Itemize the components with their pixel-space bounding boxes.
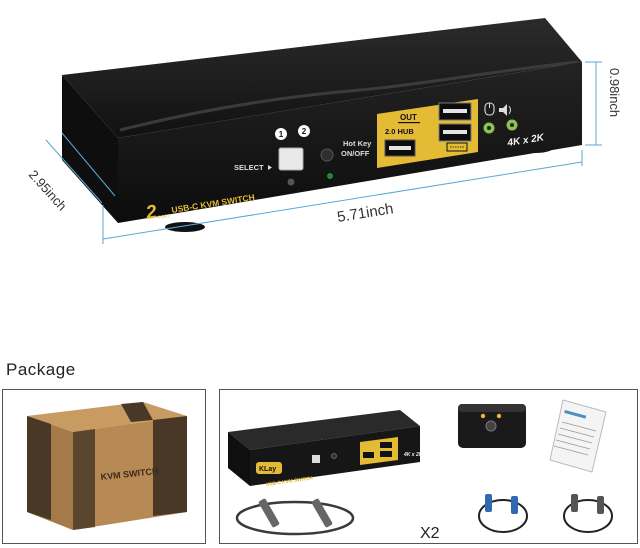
package-title: Package: [6, 360, 76, 379]
select-led: [287, 178, 295, 186]
width-label: 5.71inch: [336, 200, 395, 226]
hotkey-label-line2: ON/OFF: [341, 149, 370, 158]
device-top-surface: [62, 18, 582, 138]
user-manual-thumbnail: [549, 399, 607, 473]
hotkey-label-line1: Hot Key: [343, 139, 372, 148]
package-contents-illustration: KLay 4K x 2K USB-C KVM SWITCH: [228, 399, 613, 542]
speaker-icon: [508, 105, 511, 115]
speaker-icon: [499, 104, 507, 116]
hotkey-button[interactable]: [320, 148, 334, 162]
dimension-height: 0.98inch: [585, 61, 622, 146]
usb-port-lower-tongue: [443, 130, 467, 134]
depth-label: 2.95inch: [26, 167, 70, 214]
usb-cable-black-thumbnail: [563, 494, 613, 533]
port-2-number: 2: [302, 127, 307, 136]
out-label-underline: [398, 122, 420, 124]
select-label: SELECT: [234, 163, 264, 172]
hub-label: 2.0 HUB: [385, 127, 414, 136]
kvm-switch-thumbnail: KLay 4K x 2K USB-C KVM SWITCH: [228, 410, 423, 488]
keyboard-icon: [446, 142, 468, 152]
remote-switch-thumbnail: [458, 404, 526, 448]
mic-jack-hole: [487, 126, 491, 130]
select-button[interactable]: [278, 147, 304, 171]
device-hero-illustration: 1 2 SELECT Hot Key ON/OFF OUT 2.0 HUB 4K…: [26, 18, 622, 244]
device-left-side: [62, 75, 118, 223]
retail-box-illustration: KVM SWITCH: [27, 402, 187, 530]
usbc-cable-thumbnail: [235, 498, 355, 536]
cable-quantity: X2: [420, 525, 440, 542]
height-label: 0.98inch: [607, 68, 622, 117]
package-contents-panel: KLay 4K x 2K USB-C KVM SWITCH: [219, 389, 638, 544]
port-1-number: 1: [279, 130, 284, 139]
hotkey-led: [327, 173, 333, 179]
out-label: OUT: [400, 113, 417, 122]
device-top-highlight: [119, 60, 579, 132]
usb-port-upper-tongue: [443, 109, 467, 113]
usb-cable-blue-thumbnail: [478, 494, 528, 533]
package-box-panel: KVM SWITCH: [2, 389, 206, 544]
usb-hub-port-tongue: [389, 146, 411, 150]
port-count-numeral: 2: [144, 201, 159, 224]
port-1-indicator: [275, 128, 287, 140]
select-arrow-icon: [268, 165, 272, 170]
brand-badge: KLay: [259, 466, 276, 473]
thumb-resolution-badge: 4K x 2K: [403, 452, 423, 458]
audio-jack-hole: [510, 123, 514, 127]
port-word: PORT: [157, 213, 170, 220]
port-2-indicator: [298, 125, 310, 137]
